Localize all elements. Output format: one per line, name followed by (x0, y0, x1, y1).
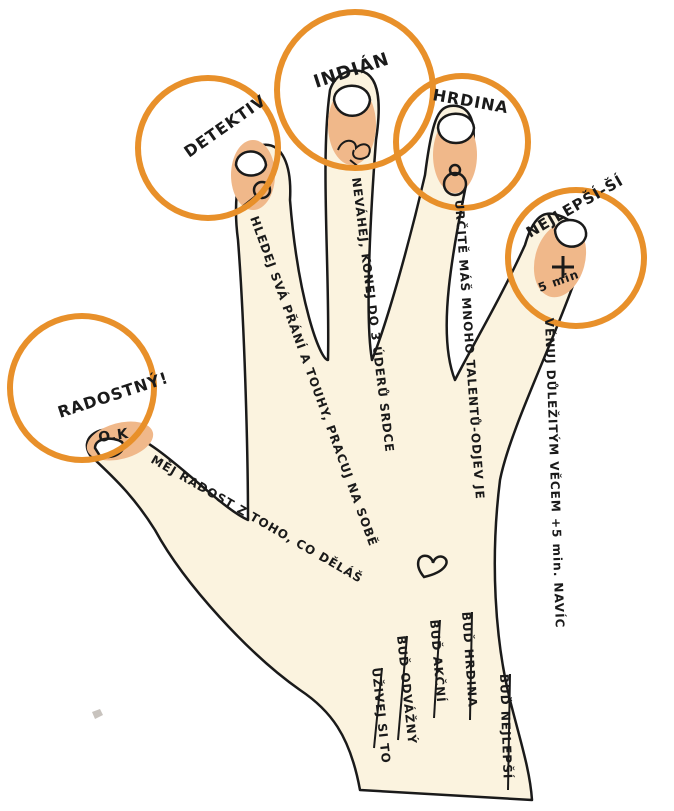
index-nail (236, 151, 266, 175)
middle-nail (334, 86, 370, 116)
pencil-mark (92, 709, 103, 719)
ring-nail (438, 114, 474, 143)
text-little: VĚNUJ DŮLEŽITÝM VĚCEM +5 min. NAVÍC (542, 318, 568, 629)
